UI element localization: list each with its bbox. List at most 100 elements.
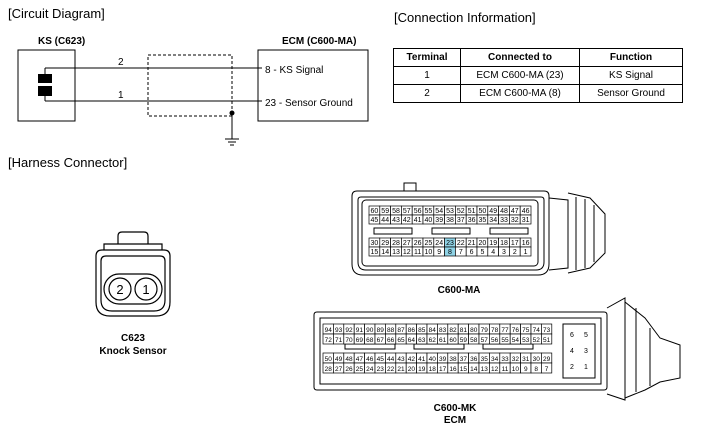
c600mk-pin-label: 67 — [377, 337, 385, 344]
c600mk-pin-label: 90 — [366, 327, 374, 334]
c600mk-pin-label: 82 — [449, 327, 457, 334]
c600ma-pin-label: 12 — [403, 249, 411, 256]
c600ma-pin-label: 56 — [414, 208, 422, 215]
c600ma-pin-label: 24 — [435, 240, 443, 247]
c600mk-pin-label: 33 — [501, 356, 509, 363]
c600mk-pin-label: 70 — [345, 337, 353, 344]
c600ma-pin-label: 22 — [457, 240, 465, 247]
ks-box — [17, 49, 76, 122]
c600mk-side-pin-label: 2 — [570, 364, 574, 371]
ks-component-label: KS (C623) — [38, 36, 85, 47]
ecm-pin-8: 8 - KS Signal — [265, 65, 323, 76]
c600mk-pin-label: 9 — [524, 366, 528, 373]
c600mk-pin-label: 36 — [470, 356, 478, 363]
ecm-pin-23: 23 - Sensor Ground — [265, 98, 353, 109]
ecm-box — [257, 49, 369, 122]
c600mk-pin-label: 66 — [387, 337, 395, 344]
c600mk-pin-label: 50 — [325, 356, 333, 363]
c600ma-pin-label: 59 — [381, 208, 389, 215]
c600mk-pin-label: 38 — [449, 356, 457, 363]
c600mk-pin-label: 34 — [491, 356, 499, 363]
c600ma-pin-label: 38 — [446, 217, 454, 224]
c600ma-pin-cell — [519, 246, 532, 257]
c600mk-pin-label: 69 — [356, 337, 364, 344]
c600mk-pin-label: 22 — [387, 366, 395, 373]
c600ma-pin-label: 52 — [457, 208, 465, 215]
c600ma-pin-label: 15 — [371, 249, 379, 256]
circuit-diagram-header: [Circuit Diagram] — [8, 6, 105, 21]
c600mk-pin-label: 21 — [397, 366, 405, 373]
c600mk-pin-label: 13 — [481, 366, 489, 373]
c600mk-pin-label: 7 — [545, 366, 549, 373]
c600ma-pin-label: 30 — [371, 240, 379, 247]
c600ma-pin-label: 10 — [425, 249, 433, 256]
c600mk-pin-label: 60 — [449, 337, 457, 344]
c600mk-pin-label: 17 — [439, 366, 447, 373]
c600mk-pin-label: 23 — [377, 366, 385, 373]
c600ma-pin-label: 53 — [446, 208, 454, 215]
c600mk-pin-label: 52 — [533, 337, 541, 344]
c600mk-pin-label: 27 — [335, 366, 343, 373]
c600ma-pin-label: 8 — [448, 249, 452, 256]
c600mk-pin-label: 43 — [397, 356, 405, 363]
c600mk-pin-label: 18 — [429, 366, 437, 373]
c623-pin-1: 1 — [142, 282, 149, 297]
c600mk-side-pin-label: 1 — [584, 364, 588, 371]
c600ma-pin-label: 32 — [511, 217, 519, 224]
c600ma-pin-label: 19 — [489, 240, 497, 247]
c600ma-pin-label: 60 — [371, 208, 379, 215]
harness-connector-header: [Harness Connector] — [8, 155, 128, 170]
c600mk-pin-label: 35 — [481, 356, 489, 363]
c600mk-pin-label: 72 — [325, 337, 333, 344]
c600mk-pin-label: 64 — [408, 337, 416, 344]
c600ma-pin-label: 57 — [403, 208, 411, 215]
c600ma-pin-label: 3 — [502, 249, 506, 256]
c600mk-pin-label: 41 — [418, 356, 426, 363]
c600ma-pin-label: 48 — [500, 208, 508, 215]
c600ma-pin-cell — [519, 214, 532, 225]
c600mk-pin-label: 81 — [460, 327, 468, 334]
c600ma-pin-label: 46 — [522, 208, 530, 215]
c600mk-side-pin-label: 6 — [570, 332, 574, 339]
c600mk-pin-label: 87 — [397, 327, 405, 334]
c623-pin-circle-2 — [108, 277, 132, 301]
c600mk-pin-label: 77 — [501, 327, 509, 334]
c600ma-pin-label: 18 — [500, 240, 508, 247]
c600ma-pin-label: 11 — [414, 249, 421, 256]
c600ma-pin-label: 13 — [392, 249, 400, 256]
c600mk-pin-label: 47 — [356, 356, 364, 363]
c600mk-pin-label: 78 — [491, 327, 499, 334]
c600ma-pin-label: 20 — [479, 240, 487, 247]
c600mk-pin-label: 84 — [429, 327, 437, 334]
c600mk-pin-label: 80 — [470, 327, 478, 334]
c600ma-pin-label: 28 — [392, 240, 400, 247]
ks-pin-1: 1 — [118, 90, 124, 101]
c600mk-pin-label: 79 — [481, 327, 489, 334]
c600ma-pin-label: 23 — [446, 240, 454, 247]
c600mk-pin-label: 53 — [522, 337, 530, 344]
c600mk-pin-label: 49 — [335, 356, 343, 363]
c600ma-pin-label: 29 — [381, 240, 389, 247]
c600mk-pin-label: 16 — [449, 366, 457, 373]
c600mk-pin-label: 62 — [429, 337, 437, 344]
c600ma-pin-label: 33 — [500, 217, 508, 224]
c600ma-pin-label: 47 — [511, 208, 519, 215]
c600mk-pin-label: 61 — [439, 337, 447, 344]
c600mk-pin-label: 59 — [460, 337, 468, 344]
c600mk-pin-label: 26 — [345, 366, 353, 373]
c600mk-pin-label: 86 — [408, 327, 416, 334]
c600mk-pin-label: 74 — [533, 327, 541, 334]
ground-icon — [225, 138, 239, 146]
shield-dashed-box — [147, 54, 233, 117]
c600mk-pin-label: 25 — [356, 366, 364, 373]
c600mk-pin-label: 92 — [345, 327, 353, 334]
c600mk-pin-cell — [541, 333, 553, 345]
c600mk-pin-label: 83 — [439, 327, 447, 334]
c600mk-pin-label: 71 — [335, 337, 343, 344]
c600mk-pin-label: 51 — [543, 337, 551, 344]
c600mk-pin-label: 63 — [418, 337, 426, 344]
c600ma-pin-label: 40 — [425, 217, 433, 224]
c600mk-pin-label: 37 — [460, 356, 468, 363]
